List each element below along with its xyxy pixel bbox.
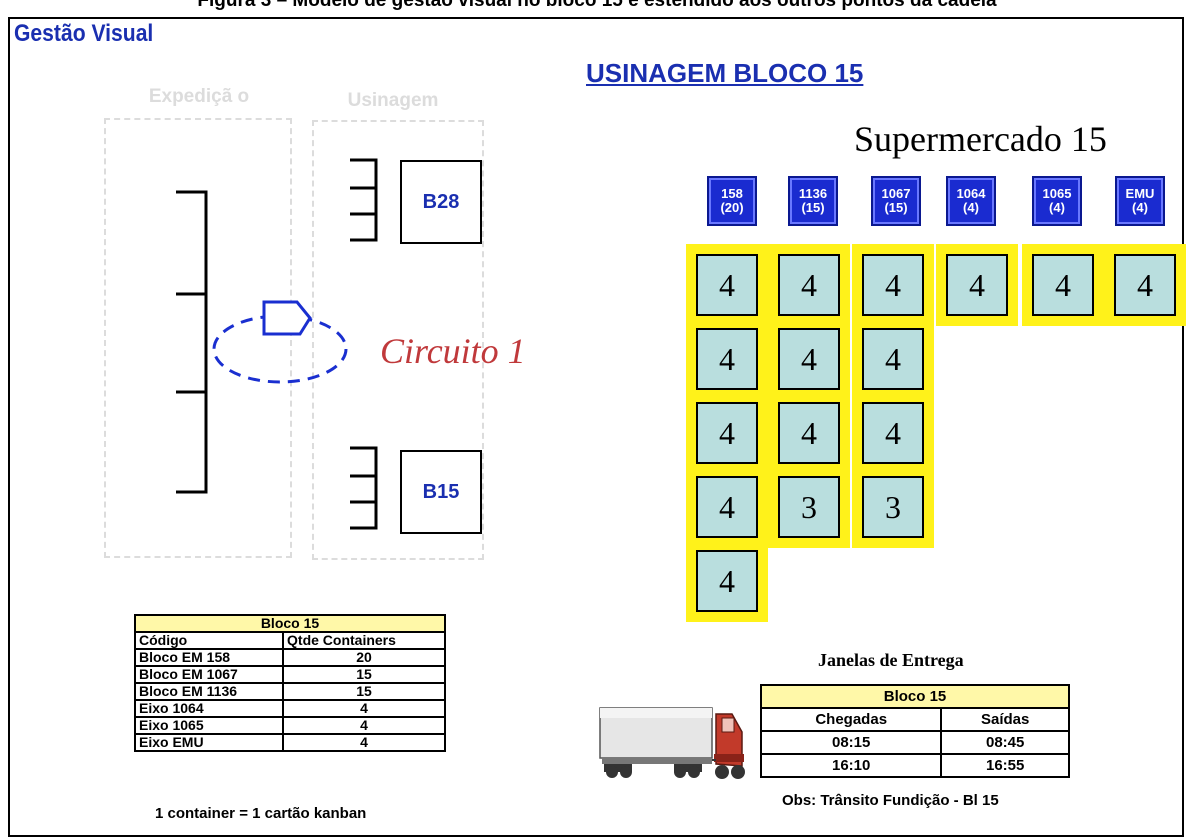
kanban-card-1065: 1065(4) (1032, 176, 1082, 226)
supermarket-title: Supermercado 15 (854, 118, 1107, 160)
kanban-note: 1 container = 1 cartão kanban (155, 805, 366, 822)
delivery-table-title: Bloco 15 (761, 685, 1069, 708)
table-cell: 20 (283, 649, 445, 666)
table-cell: Eixo EMU (135, 734, 283, 751)
container-count: 3 (862, 476, 924, 538)
table-cell: 16:10 (761, 754, 941, 777)
table-cell: Eixo 1064 (135, 700, 283, 717)
container-count: 4 (862, 402, 924, 464)
column-header: Código (135, 632, 283, 649)
container-cell: 4 (852, 244, 934, 326)
table-cell: Eixo 1065 (135, 717, 283, 734)
container-count: 4 (946, 254, 1008, 316)
table-cell: 4 (283, 717, 445, 734)
container-count: 4 (778, 328, 840, 390)
container-cell: 4 (852, 318, 934, 400)
table-cell: Bloco EM 1067 (135, 666, 283, 683)
container-count: 3 (778, 476, 840, 538)
container-cell: 3 (852, 466, 934, 548)
container-cell: 4 (936, 244, 1018, 326)
column-header: Saídas (941, 708, 1069, 731)
kanban-card-1067: 1067(15) (871, 176, 921, 226)
container-cell: 4 (768, 244, 850, 326)
b15-rack (350, 448, 376, 528)
table-cell: Bloco EM 1136 (135, 683, 283, 700)
column-header: Chegadas (761, 708, 941, 731)
truck-icon (596, 706, 748, 788)
container-cell: 4 (1104, 244, 1186, 326)
delivery-note: Obs: Trânsito Fundição - Bl 15 (782, 792, 999, 809)
table-cell: 15 (283, 683, 445, 700)
container-count: 4 (1032, 254, 1094, 316)
container-cell: 4 (768, 318, 850, 400)
kanban-card-1064: 1064(4) (946, 176, 996, 226)
container-cell: 4 (768, 392, 850, 474)
table-cell: 4 (283, 700, 445, 717)
kanban-card-emu: EMU(4) (1115, 176, 1165, 226)
table-cell: Bloco EM 158 (135, 649, 283, 666)
column-header: Qtde Containers (283, 632, 445, 649)
container-cell: 3 (768, 466, 850, 548)
container-count: 4 (862, 254, 924, 316)
container-count: 4 (778, 402, 840, 464)
delivery-heading: Janelas de Entrega (818, 650, 964, 671)
machine-b15: B15 (400, 450, 482, 534)
container-count: 4 (696, 254, 758, 316)
container-cell: 4 (686, 318, 768, 400)
kanban-post-icon (264, 302, 310, 334)
container-cell: 4 (686, 466, 768, 548)
container-cell: 4 (686, 540, 768, 622)
container-count: 4 (1114, 254, 1176, 316)
table-cell: 08:45 (941, 731, 1069, 754)
container-count: 4 (862, 328, 924, 390)
machine-b28: B28 (400, 160, 482, 244)
table-cell: 15 (283, 666, 445, 683)
container-count: 4 (696, 402, 758, 464)
kanban-card-1136: 1136(15) (788, 176, 838, 226)
container-cell: 4 (852, 392, 934, 474)
containers-table-title: Bloco 15 (135, 615, 445, 632)
container-cell: 4 (1022, 244, 1104, 326)
container-count: 4 (696, 476, 758, 538)
table-cell: 08:15 (761, 731, 941, 754)
expedicao-rack (176, 192, 206, 492)
table-cell: 4 (283, 734, 445, 751)
container-count: 4 (778, 254, 840, 316)
container-count: 4 (696, 328, 758, 390)
circuit-label: Circuito 1 (380, 330, 526, 372)
table-cell: 16:55 (941, 754, 1069, 777)
kanban-card-158: 158(20) (707, 176, 757, 226)
container-cell: 4 (686, 392, 768, 474)
container-count: 4 (696, 550, 758, 612)
container-cell: 4 (686, 244, 768, 326)
b28-rack (350, 160, 376, 240)
